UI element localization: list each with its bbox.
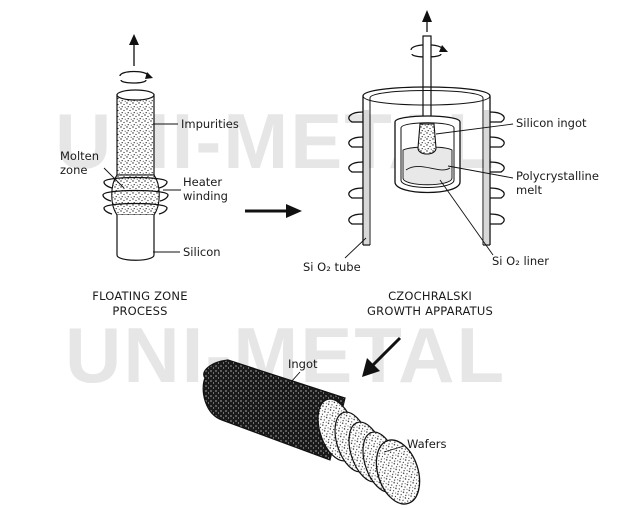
cz-heater-coils bbox=[348, 111, 505, 225]
label-molten-2: zone bbox=[60, 163, 87, 177]
pure-silicon-rod bbox=[116, 215, 155, 261]
label-wafers: Wafers bbox=[407, 437, 447, 451]
label-heater-1: Heater bbox=[183, 175, 222, 189]
label-ingot: Ingot bbox=[288, 357, 318, 371]
label-silicon: Silicon bbox=[183, 245, 221, 259]
czochralski-apparatus: Silicon ingot Polycrystalline melt Si O₂… bbox=[303, 10, 599, 318]
flow-arrow-down-icon bbox=[371, 336, 402, 367]
sio2-tube-top bbox=[362, 86, 491, 97]
caption-floating-zone-2: PROCESS bbox=[112, 304, 167, 318]
rotation-arrow-icon bbox=[119, 70, 149, 77]
molten-zone bbox=[111, 174, 160, 216]
silicon-ingot-seed bbox=[417, 123, 437, 155]
caption-czochralski-2: GROWTH APPARATUS bbox=[367, 304, 493, 318]
ingot-and-wafers: Ingot Wafers bbox=[202, 357, 447, 505]
caption-czochralski-1: CZOCHRALSKI bbox=[388, 289, 472, 303]
label-heater-2: winding bbox=[183, 189, 228, 203]
label-sio2-liner: Si O₂ liner bbox=[492, 254, 549, 268]
caption-floating-zone-1: FLOATING ZONE bbox=[92, 289, 187, 303]
label-polycrystalline-1: Polycrystalline bbox=[516, 169, 599, 183]
pull-rod bbox=[422, 35, 432, 125]
impure-rod-section bbox=[116, 94, 155, 176]
pull-arrowhead-icon bbox=[129, 34, 139, 45]
label-molten-1: Molten bbox=[60, 149, 99, 163]
heater-coil bbox=[102, 176, 169, 215]
label-sio2-tube: Si O₂ tube bbox=[303, 260, 361, 274]
wafer-4 bbox=[375, 439, 421, 505]
floating-zone-apparatus: Impurities Molten zone Heater winding Si… bbox=[60, 34, 239, 318]
label-impurities: Impurities bbox=[181, 117, 239, 131]
label-silicon-ingot: Silicon ingot bbox=[516, 116, 587, 130]
label-polycrystalline-2: melt bbox=[516, 183, 542, 197]
